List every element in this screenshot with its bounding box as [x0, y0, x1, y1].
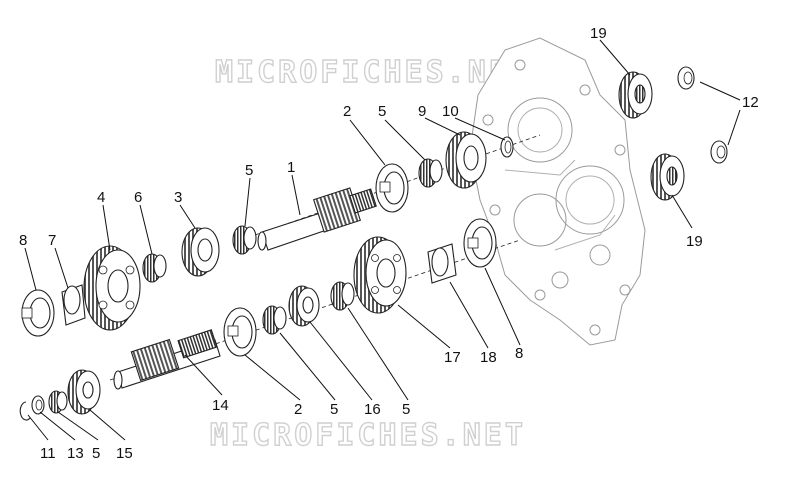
needle-bearing-5-upper-right: [418, 158, 443, 188]
needle-bearing-6: [142, 253, 167, 283]
sleeve-18: [427, 243, 457, 284]
reverse-gear-19-top: [618, 71, 653, 119]
thrust-washer-8-right: [463, 218, 497, 268]
watermark-bottom: MICROFICHES.NET: [210, 418, 526, 453]
gear-17: [353, 236, 407, 314]
watermark-top: MICROFICHES.NET: [215, 55, 531, 90]
callout-18: 18: [480, 349, 497, 366]
gear-15: [67, 369, 101, 415]
needle-bearing-5-front: [48, 390, 68, 414]
circlip-11: [19, 401, 31, 421]
callout-19-top: 19: [590, 25, 607, 42]
callout-5-lower-a: 5: [330, 401, 338, 418]
shaft-1: [257, 187, 377, 251]
callout-16: 16: [364, 401, 381, 418]
gear-16: [288, 285, 320, 327]
callout-2-upper: 2: [343, 103, 351, 120]
callout-2-lower: 2: [294, 401, 302, 418]
lower-shaft-assembly: [19, 218, 521, 421]
shaft-14: [113, 329, 221, 390]
washer-10: [500, 136, 514, 158]
washer-13: [31, 395, 45, 415]
gear-9: [445, 131, 487, 189]
needle-bearing-5-lower-a: [262, 305, 287, 335]
thrust-washer-8-left: [21, 289, 55, 337]
callout-8-right: 8: [515, 345, 523, 362]
bushing-12-top: [677, 66, 695, 90]
callout-1: 1: [287, 159, 295, 176]
thrust-washer-2-upper: [375, 163, 409, 213]
callout-13: 13: [67, 445, 84, 462]
callout-19-bottom: 19: [686, 233, 703, 250]
callout-9: 9: [418, 103, 426, 120]
callout-17: 17: [444, 349, 461, 366]
callout-8-left: 8: [19, 232, 27, 249]
gear-4: [83, 245, 141, 331]
needle-bearing-5-lower-b: [330, 281, 355, 311]
gear-3: [181, 227, 220, 277]
callout-5-upper-left: 5: [245, 162, 253, 179]
callout-15: 15: [116, 445, 133, 462]
gearbox-housing: [469, 37, 646, 346]
callout-5-lower-b: 5: [402, 401, 410, 418]
bushing-12-bottom: [710, 140, 728, 164]
callout-10: 10: [442, 103, 459, 120]
leader-lines: [24, 39, 741, 441]
callout-12: 12: [742, 94, 759, 111]
needle-bearing-5-upper-left: [232, 225, 257, 255]
sleeve-7: [61, 284, 86, 326]
callout-5-upper-right: 5: [378, 103, 386, 120]
callout-5-front: 5: [92, 445, 100, 462]
callout-14: 14: [212, 397, 229, 414]
upper-shaft-assembly: [21, 131, 541, 337]
callout-11: 11: [40, 445, 56, 462]
callout-labels: 19 12 19 2 5 9 10 1 5 4 6 3 8 7 17 18 8 …: [19, 25, 759, 462]
callout-4: 4: [97, 189, 105, 206]
reverse-gear-19-bottom: [650, 153, 685, 201]
callout-7: 7: [48, 232, 56, 249]
thrust-washer-2-lower: [223, 307, 257, 357]
callout-3: 3: [174, 189, 182, 206]
callout-6: 6: [134, 189, 142, 206]
